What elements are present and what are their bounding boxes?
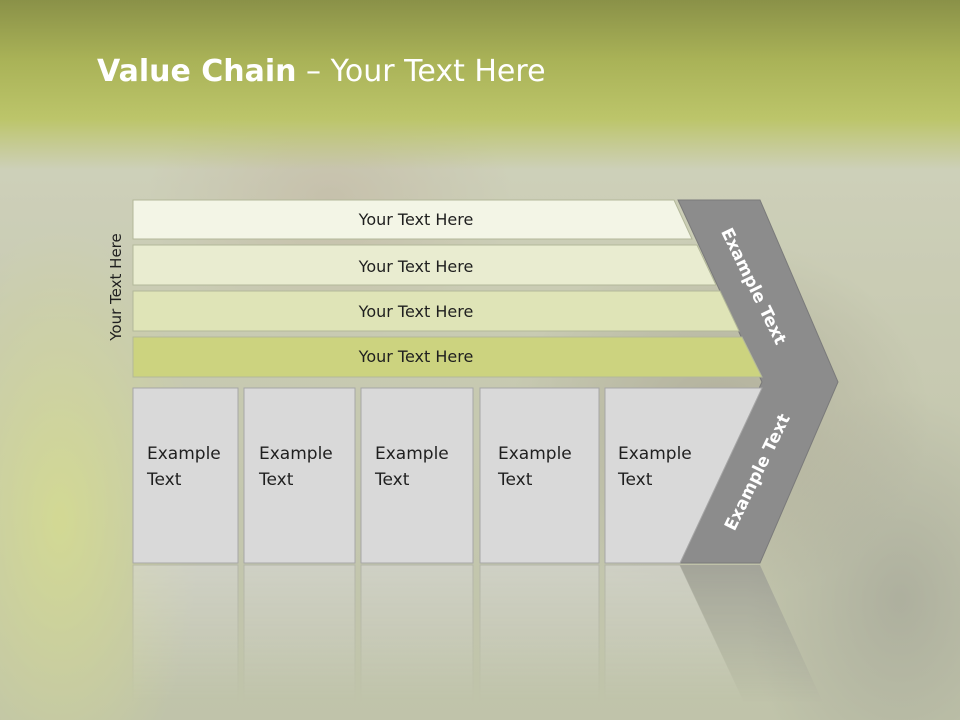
- bar-4-label: Your Text Here: [358, 347, 474, 366]
- bar-3: [132, 290, 740, 332]
- box-4-line1: Example: [498, 444, 572, 464]
- chevron-arrow: [677, 199, 839, 564]
- bar-1-label: Your Text Here: [358, 210, 474, 229]
- slide-title: Value Chain – Your Text Here: [97, 54, 546, 89]
- bar-2: [132, 244, 717, 286]
- bar-4: [132, 336, 763, 378]
- box-4: [479, 387, 600, 564]
- reflection: [132, 564, 831, 720]
- box-2: [243, 387, 356, 564]
- box-5-line1: Example: [618, 444, 692, 464]
- slide-title-bold: Value Chain: [97, 54, 297, 89]
- box-1-line1: Example: [147, 444, 221, 464]
- boxes-group: [132, 387, 763, 564]
- bar-1: [132, 199, 693, 240]
- box-5-line2: Text: [617, 470, 653, 490]
- header-band: [0, 0, 960, 170]
- box-5: [604, 387, 763, 564]
- box-1: [132, 387, 239, 564]
- box-2-line1: Example: [259, 444, 333, 464]
- box-1-line2: Text: [146, 470, 182, 490]
- box-3-line2: Text: [374, 470, 410, 490]
- slide-title-rest: – Your Text Here: [296, 54, 546, 89]
- box-3: [360, 387, 474, 564]
- box-3-line1: Example: [375, 444, 449, 464]
- bar-2-label: Your Text Here: [358, 257, 474, 276]
- box-4-line2: Text: [497, 470, 533, 490]
- box-2-line2: Text: [258, 470, 294, 490]
- bar-3-label: Your Text Here: [358, 302, 474, 321]
- bars-group: [132, 199, 763, 378]
